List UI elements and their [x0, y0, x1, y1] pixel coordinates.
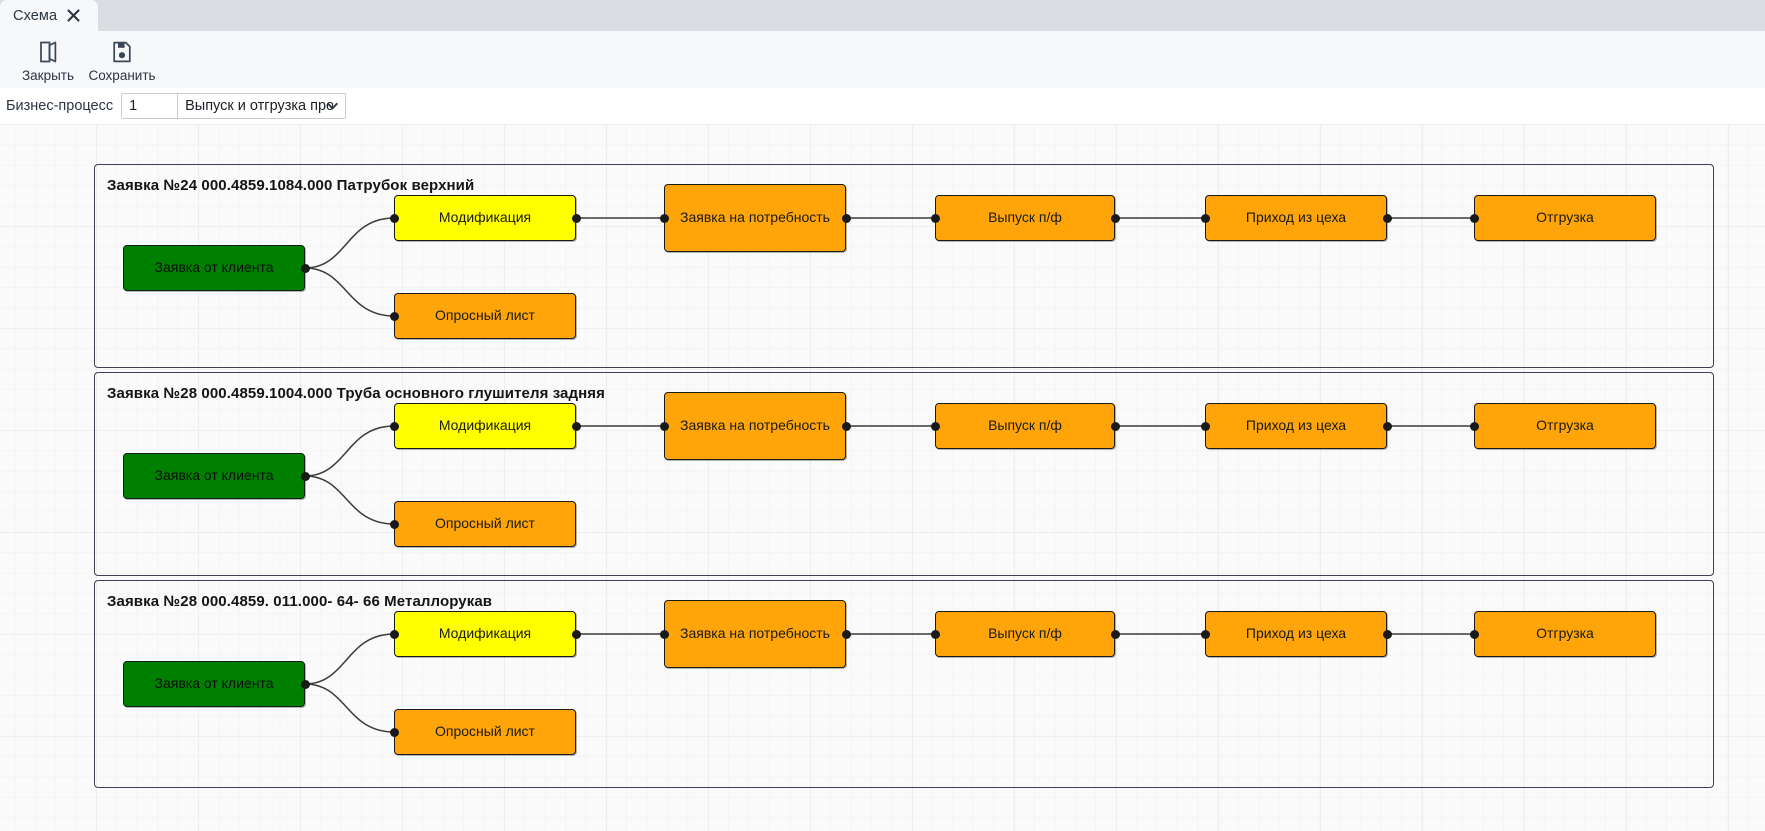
flow-node[interactable]: Модификация [394, 195, 576, 241]
order-group-title: Заявка №24 000.4859.1084.000 Патрубок ве… [107, 177, 475, 194]
close-icon[interactable] [65, 7, 82, 24]
order-group-box[interactable] [94, 372, 1714, 576]
flow-node[interactable]: Заявка на потребность [664, 600, 846, 668]
flow-node[interactable]: Заявка от клиента [123, 661, 305, 707]
flow-node[interactable]: Заявка на потребность [664, 184, 846, 252]
filter-bar: Бизнес-процесс Выпуск и отгрузка продукц… [0, 88, 1765, 124]
business-process-label: Бизнес-процесс [6, 98, 114, 114]
close-button-label: Закрыть [22, 68, 74, 83]
flow-node[interactable]: Опросный лист [394, 293, 576, 339]
floppy-save-icon [111, 39, 133, 65]
flow-node[interactable]: Отгрузка [1474, 403, 1656, 449]
tab-strip: Схема [0, 0, 1765, 31]
door-exit-icon [37, 39, 59, 65]
flow-node[interactable]: Модификация [394, 403, 576, 449]
flow-node[interactable]: Опросный лист [394, 709, 576, 755]
flow-node[interactable]: Заявка на потребность [664, 392, 846, 460]
flow-node[interactable]: Отгрузка [1474, 195, 1656, 241]
order-group-box[interactable] [94, 580, 1714, 788]
flow-node[interactable]: Приход из цеха [1205, 403, 1387, 449]
ribbon-toolbar: Закрыть Сохранить 0 [0, 31, 1765, 118]
save-button[interactable]: Сохранить [80, 35, 164, 87]
business-process-select[interactable]: Выпуск и отгрузка продукции [178, 94, 345, 118]
close-button[interactable]: Закрыть [6, 35, 90, 87]
diagram-canvas[interactable]: Заявка №24 000.4859.1084.000 Патрубок ве… [0, 124, 1765, 831]
flow-node[interactable]: Заявка от клиента [123, 245, 305, 291]
order-group-title: Заявка №28 000.4859. 011.000- 64- 66 Мет… [107, 593, 493, 610]
business-process-field-group: Выпуск и отгрузка продукции [121, 93, 347, 119]
tab-schema-label: Схема [13, 7, 58, 24]
flow-node[interactable]: Выпуск п/ф [935, 195, 1115, 241]
order-group-box[interactable] [94, 164, 1714, 368]
order-group-title: Заявка №28 000.4859.1004.000 Труба основ… [107, 385, 605, 402]
flow-node[interactable]: Отгрузка [1474, 611, 1656, 657]
flow-node[interactable]: Выпуск п/ф [935, 611, 1115, 657]
flow-node[interactable]: Приход из цеха [1205, 611, 1387, 657]
tab-schema[interactable]: Схема [0, 0, 98, 31]
flow-node[interactable]: Опросный лист [394, 501, 576, 547]
flow-node[interactable]: Модификация [394, 611, 576, 657]
business-process-select-value: Выпуск и отгрузка продукции [185, 98, 334, 114]
flow-node[interactable]: Выпуск п/ф [935, 403, 1115, 449]
chevron-down-icon[interactable] [326, 100, 339, 113]
business-process-code-input[interactable] [122, 94, 179, 118]
save-button-label: Сохранить [88, 68, 156, 83]
flow-node[interactable]: Заявка от клиента [123, 453, 305, 499]
diagram-root: Заявка №24 000.4859.1084.000 Патрубок ве… [0, 124, 1765, 831]
flow-node[interactable]: Приход из цеха [1205, 195, 1387, 241]
